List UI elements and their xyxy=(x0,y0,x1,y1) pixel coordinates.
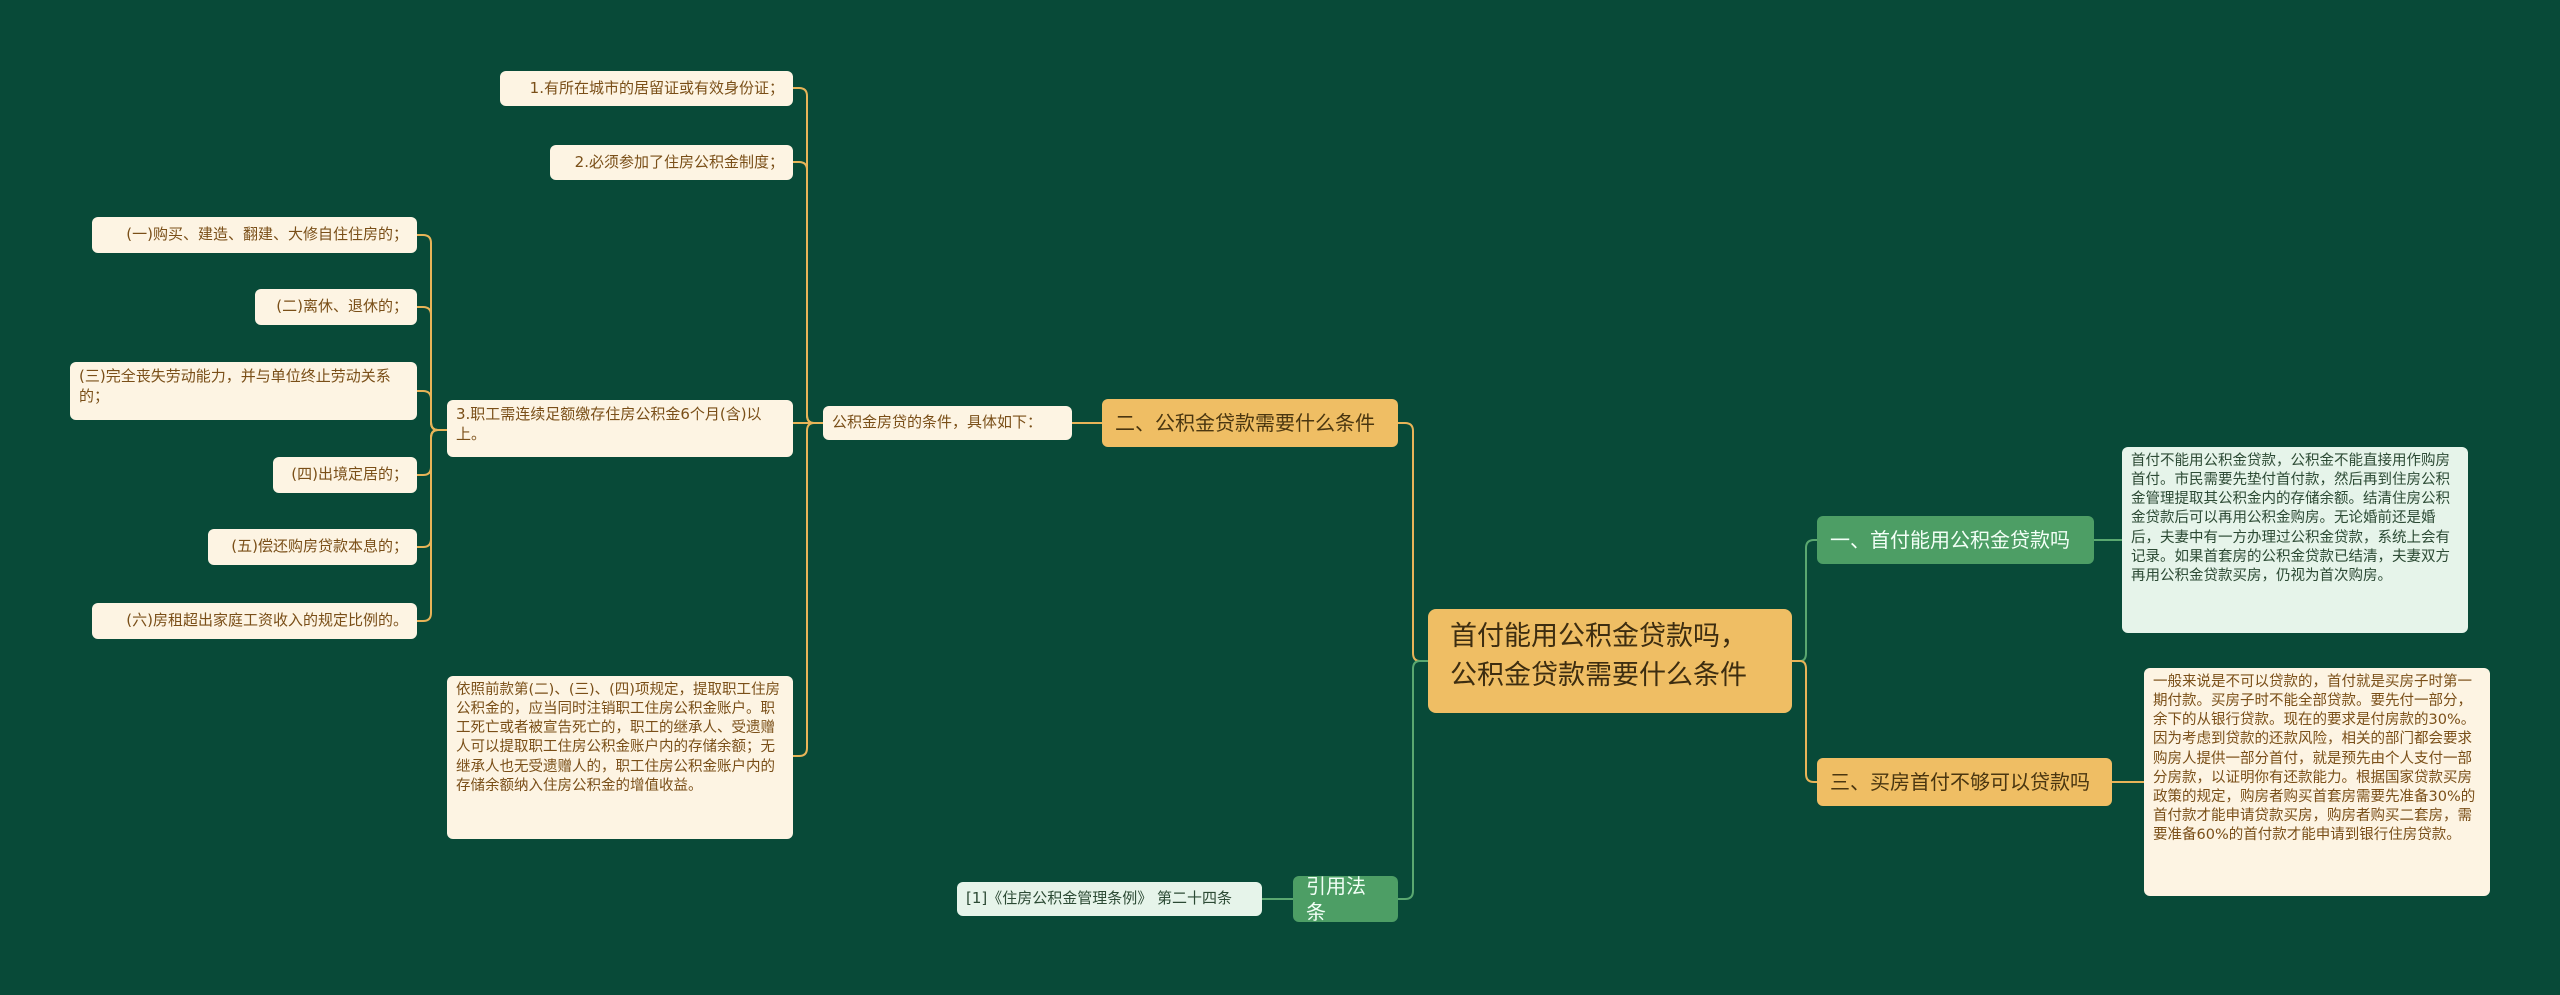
branch-conditions[interactable]: 二、公积金贷款需要什么条件 xyxy=(1102,399,1398,447)
sub-item-6[interactable]: (六)房租超出家庭工资收入的规定比例的。 xyxy=(92,603,417,639)
sub-item-2-label: (二)离休、退休的； xyxy=(276,297,408,316)
branch-first-pay[interactable]: 一、首付能用公积金贷款吗 xyxy=(1817,516,2094,564)
sub-item-5[interactable]: (五)偿还购房贷款本息的； xyxy=(208,529,417,565)
link-root-conditions xyxy=(1398,422,1428,662)
condition-item-3[interactable]: 3.职工需连续足额缴存住房公积金6个月(含)以上。 xyxy=(447,400,793,457)
condition-item-2-label: 2.必须参加了住房公积金制度； xyxy=(574,152,784,171)
root-line-1: 首付能用公积金贷款吗， xyxy=(1450,621,1747,652)
sub-item-4-label: (四)出境定居的； xyxy=(291,465,408,484)
link-intro-c4 xyxy=(793,422,823,757)
sub-item-5-label: (五)偿还购房贷款本息的； xyxy=(231,537,408,556)
sub-item-2[interactable]: (二)离休、退休的； xyxy=(255,289,417,325)
condition-item-1[interactable]: 1.有所在城市的居留证或有效身份证； xyxy=(500,71,793,106)
condition-item-2[interactable]: 2.必须参加了住房公积金制度； xyxy=(550,145,793,180)
root-topic[interactable]: 首付能用公积金贷款吗， 公积金贷款需要什么条件 xyxy=(1428,609,1792,713)
branch-law-label: 引用法条 xyxy=(1306,876,1366,922)
sub-item-3-label: (三)完全丧失劳动能力，并与单位终止劳动关系的； xyxy=(79,367,391,405)
first-pay-text[interactable]: 首付不能用公积金贷款，公积金不能直接用作购房首付。市民需要先垫付首付款，然后再到… xyxy=(2122,447,2468,633)
sub-item-1[interactable]: (一)购买、建造、翻建、大修自住住房的； xyxy=(92,217,417,253)
sub-item-4[interactable]: (四)出境定居的； xyxy=(273,457,417,493)
first-pay-text-content: 首付不能用公积金贷款，公积金不能直接用作购房首付。市民需要先垫付首付款，然后再到… xyxy=(2131,453,2450,584)
branch-law[interactable]: 引用法条 xyxy=(1293,876,1398,922)
sub-item-6-label: (六)房租超出家庭工资收入的规定比例的。 xyxy=(126,611,408,630)
not-enough-text-content: 一般来说是不可以贷款的，首付就是买房子时第一期付款。买房子时不能全部贷款。要先付… xyxy=(2153,674,2476,843)
root-line-2: 公积金贷款需要什么条件 xyxy=(1450,660,1747,692)
branch-conditions-label: 二、公积金贷款需要什么条件 xyxy=(1115,410,1375,435)
sub-item-1-label: (一)购买、建造、翻建、大修自住住房的； xyxy=(126,225,408,244)
condition-item-3-label: 3.职工需连续足额缴存住房公积金6个月(含)以上。 xyxy=(456,405,762,443)
conditions-intro-label: 公积金房贷的条件，具体如下： xyxy=(832,413,1043,432)
law-item[interactable]: [1]《住房公积金管理条例》 第二十四条 xyxy=(957,882,1262,916)
condition-item-1-label: 1.有所在城市的居留证或有效身份证； xyxy=(529,78,784,97)
branch-not-enough[interactable]: 三、买房首付不够可以贷款吗 xyxy=(1817,758,2112,806)
condition-item-4-label: 依照前款第(二)、(三)、(四)项规定，提取职工住房公积金的，应当同时注销职工住… xyxy=(456,682,780,794)
law-item-label: [1]《住房公积金管理条例》 第二十四条 xyxy=(966,889,1233,908)
not-enough-text[interactable]: 一般来说是不可以贷款的，首付就是买房子时第一期付款。买房子时不能全部贷款。要先付… xyxy=(2144,668,2490,896)
link-root-law xyxy=(1398,660,1428,900)
link-intro-c2 xyxy=(793,161,823,424)
link-root-not-enough xyxy=(1792,660,1817,783)
link-c3-s6 xyxy=(417,429,447,622)
condition-item-4[interactable]: 依照前款第(二)、(三)、(四)项规定，提取职工住房公积金的，应当同时注销职工住… xyxy=(447,676,793,839)
sub-item-3[interactable]: (三)完全丧失劳动能力，并与单位终止劳动关系的； xyxy=(70,362,417,420)
conditions-intro[interactable]: 公积金房贷的条件，具体如下： xyxy=(823,406,1072,440)
link-root-first-pay xyxy=(1792,539,1817,662)
branch-not-enough-label: 三、买房首付不够可以贷款吗 xyxy=(1830,769,2090,794)
branch-first-pay-label: 一、首付能用公积金贷款吗 xyxy=(1830,527,2070,552)
